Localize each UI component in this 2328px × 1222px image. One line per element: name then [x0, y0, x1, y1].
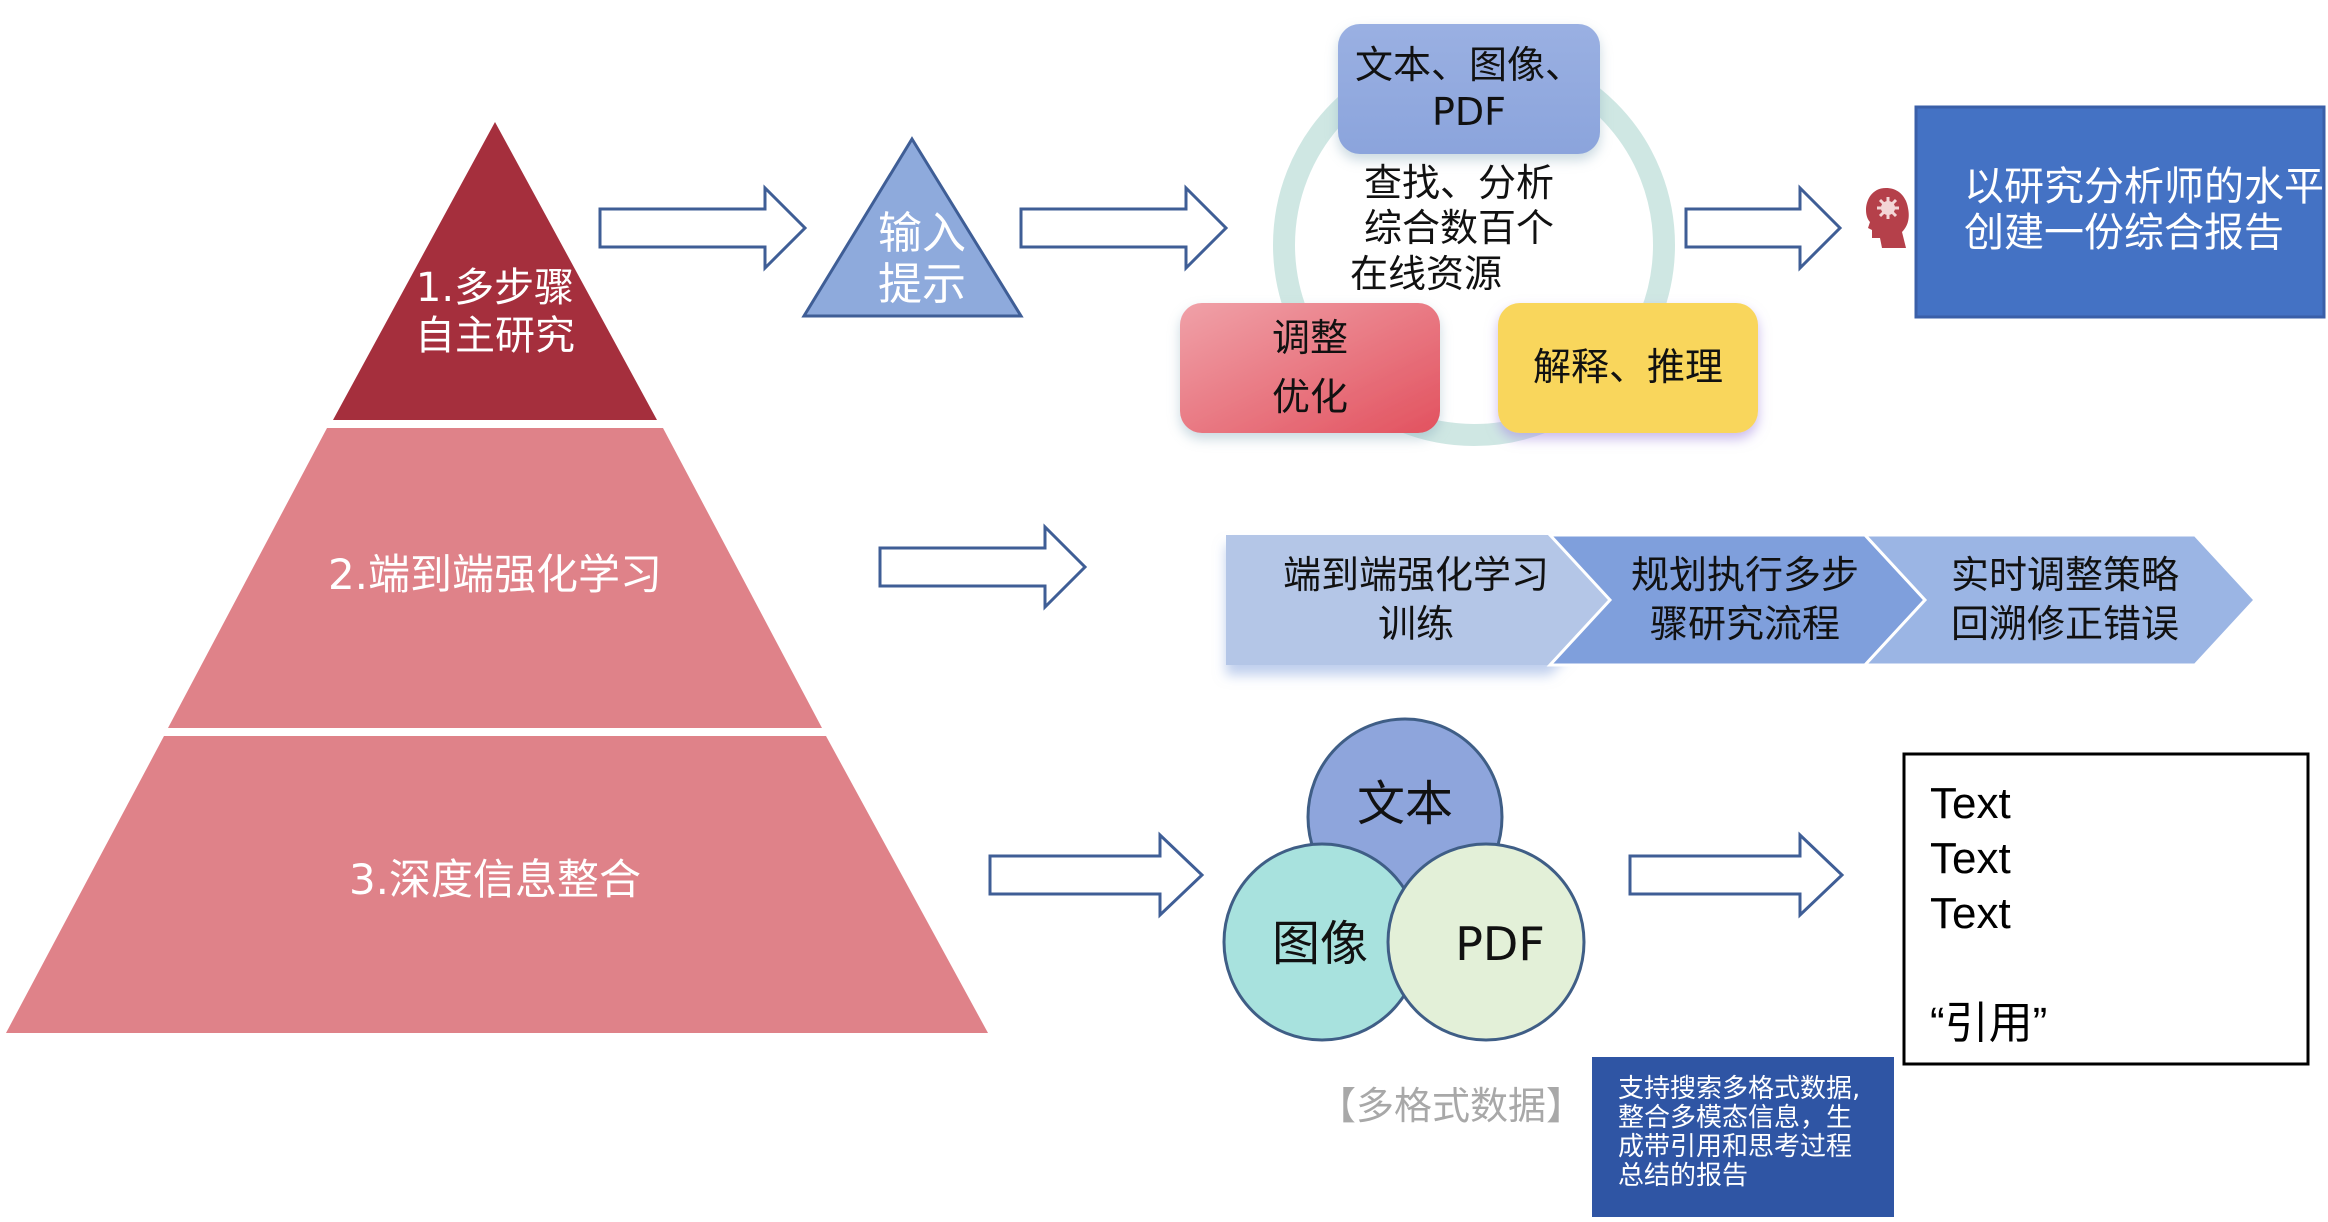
sources-line-2: PDF [1431, 90, 1507, 134]
arrow-right-icon [598, 184, 808, 272]
adjust-line-1: 调整 [1271, 316, 1348, 361]
note-line-2: 整合多模态信息，生 [1618, 1103, 1853, 1134]
pyramid-tier-2-label: 2.端到端强化学习 [250, 545, 740, 605]
circle-text-label: 文本 [1356, 776, 1453, 833]
arrow-right-icon [988, 831, 1205, 919]
step-3-line-2: 回溯修正错误 [1950, 602, 2179, 646]
tier-3-line-1: 3.深度信息整合 [348, 854, 642, 904]
cycle-box-right-bg [1498, 303, 1758, 433]
cycle-box-sources: 文本、图像、 PDF [1338, 24, 1600, 154]
pyramid-tier-1 [333, 122, 657, 420]
cycle-box-top-bg [1338, 24, 1600, 154]
step-2-line-1: 规划执行多步 [1630, 552, 1859, 597]
reason-line-1: 解释、推理 [1532, 345, 1723, 390]
input-triangle-label: 输入 提示 [862, 205, 982, 315]
note-box-bg [1592, 1057, 1894, 1217]
step-1-line-2: 训练 [1377, 602, 1454, 646]
cycle-box-reason: 解释、推理 [1498, 303, 1758, 433]
chevron-step-1: 端到端强化学习 训练 [1246, 540, 1586, 660]
arrow-right-icon [878, 523, 1088, 611]
circle-pdf [1386, 842, 1586, 1042]
center-line-2: 综合数百个 [1364, 206, 1555, 251]
result-line-2: 创建一份综合报告 [1964, 210, 2284, 256]
pyramid-tier-3 [6, 736, 988, 1033]
note-box: 支持搜索多格式数据, 整合多模态信息，生 成带引用和思考过程 总结的报告 [1618, 1074, 1888, 1192]
result-box-bg [1914, 105, 2326, 319]
circle-pdf-label: PDF [1455, 917, 1545, 972]
cycle-box-adjust: 调整 优化 [1180, 300, 1440, 436]
chevron-step-3-shape [1861, 533, 2258, 667]
arrow-right-icon [1628, 831, 1845, 919]
result-line-1: 以研究分析师的水平 [1964, 164, 2324, 210]
tier-2-line-1: 2.端到端强化学习 [327, 549, 663, 599]
report-line-3: Text [1930, 889, 2011, 938]
pyramid-tier-2 [168, 428, 822, 728]
arrow-right-icon [1019, 184, 1229, 272]
chevron-step-3: 实时调整策略 回溯修正错误 [1915, 540, 2215, 660]
report-box: Text Text Text “引用” [1930, 776, 2290, 1051]
report-citation: “引用” [1930, 999, 2048, 1048]
report-box-border [1902, 752, 2310, 1066]
note-line-4: 总结的报告 [1618, 1161, 1749, 1192]
input-line-1: 输入 [878, 208, 966, 260]
chevron-step-1-shape [1226, 535, 1610, 665]
report-line-1: Text [1930, 779, 2011, 828]
pyramid-tier-3-label: 3.深度信息整合 [250, 850, 740, 910]
arrow-right-icon [1684, 184, 1843, 272]
step-1-line-1: 端到端强化学习 [1282, 552, 1549, 597]
cycle-box-left-bg [1180, 303, 1440, 433]
input-triangle [801, 136, 1024, 318]
step-2-line-2: 骤研究流程 [1649, 602, 1840, 646]
center-line-3: 在线资源 [1350, 251, 1503, 296]
tier-1-line-1: 1.多步骤 [415, 265, 575, 311]
multiformat-caption: 【多格式数据】 [1318, 1084, 1585, 1128]
note-line-1: 支持搜索多格式数据, [1618, 1074, 1861, 1104]
sources-line-1: 文本、图像、 [1354, 42, 1583, 87]
circle-image-label: 图像 [1271, 916, 1368, 973]
head-brain-icon [1866, 188, 1909, 248]
step-3-line-1: 实时调整策略 [1950, 552, 2179, 597]
note-line-3: 成带引用和思考过程 [1618, 1132, 1853, 1163]
tier-1-line-2: 自主研究 [415, 313, 575, 359]
center-line-1: 查找、分析 [1364, 160, 1555, 205]
report-line-2: Text [1930, 834, 2011, 883]
cycle-center-text: 查找、分析 综合数百个 在线资源 [1350, 158, 1600, 300]
input-line-2: 提示 [878, 259, 966, 310]
report-line-4 [1930, 941, 2290, 996]
chevron-step-2: 规划执行多步 骤研究流程 [1595, 540, 1895, 660]
pyramid-tier-1-label: 1.多步骤 自主研究 [380, 262, 610, 362]
result-box: 以研究分析师的水平 创建一份综合报告 [1940, 160, 2328, 260]
adjust-line-2: 优化 [1271, 375, 1348, 419]
